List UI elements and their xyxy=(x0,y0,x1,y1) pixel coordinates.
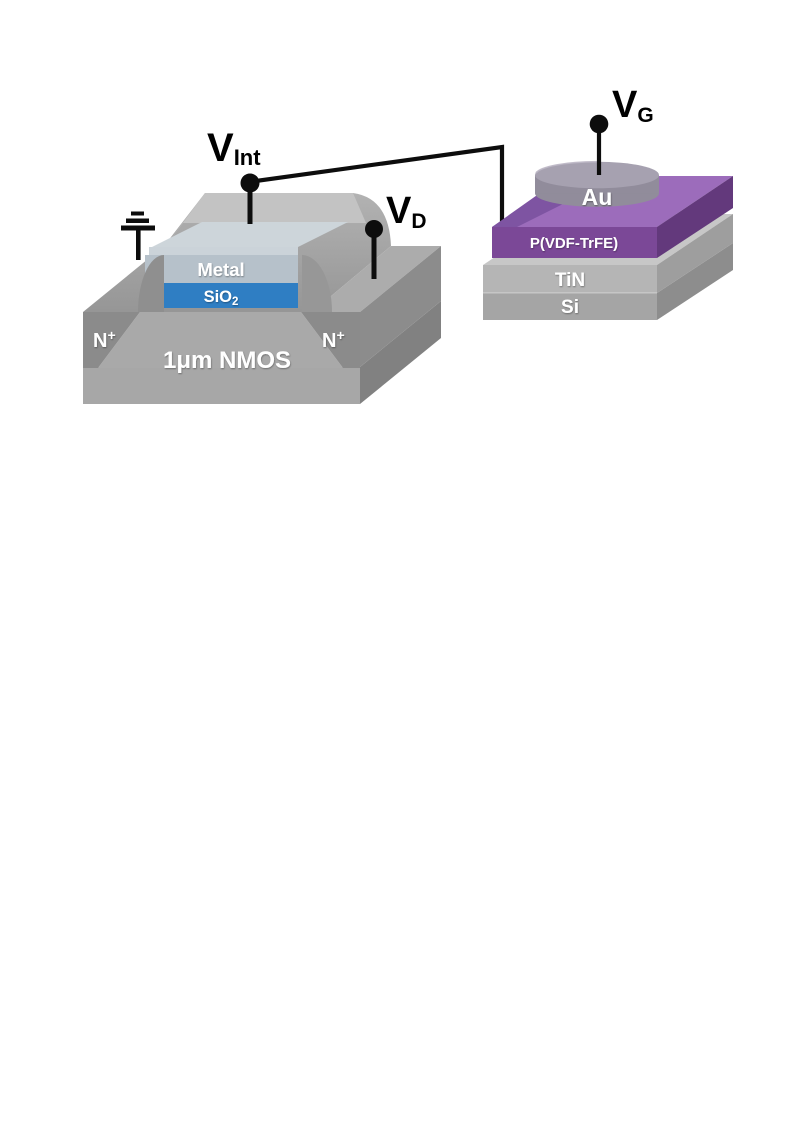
metal-label: Metal xyxy=(197,259,244,280)
cap-si-side xyxy=(657,243,733,320)
cap-tin-side xyxy=(657,214,733,293)
ground-bar-bottom xyxy=(121,225,155,231)
cap-au-highlight xyxy=(535,160,598,174)
tin-label: TiN xyxy=(555,270,585,291)
sio2-label: SiO2 xyxy=(204,288,239,308)
gate-spacer-right xyxy=(302,255,332,312)
cap-ferro-side xyxy=(657,176,733,258)
ground-bar-mid xyxy=(126,218,149,223)
ground-bar-top xyxy=(131,211,144,216)
gate-cap-top-face xyxy=(152,222,348,247)
cap-tin-front xyxy=(483,265,657,293)
nmos-substrate-front xyxy=(83,367,360,404)
gate-cap-front-upper xyxy=(149,247,298,255)
source-label: N+ xyxy=(93,327,116,352)
gate-metal-front xyxy=(145,255,298,283)
nmos-drain-front xyxy=(301,312,360,368)
cap-si-front xyxy=(483,293,657,320)
si-label: Si xyxy=(561,297,579,318)
drain-label: N+ xyxy=(322,327,345,352)
vint-label: VInt xyxy=(207,126,261,170)
body-label: 1μm NMOS xyxy=(163,347,291,374)
vint-dot-icon xyxy=(240,173,260,193)
cap-si-top-edge xyxy=(483,292,657,294)
cap-ferro-front xyxy=(492,227,657,258)
nmos-source-front xyxy=(83,312,140,368)
nmos-hill-top-face xyxy=(164,193,366,248)
vg-label: VG xyxy=(612,84,654,127)
nmos-substrate-top-strip xyxy=(98,308,343,368)
nmos-substrate-side xyxy=(360,301,441,404)
ground-stem xyxy=(136,230,141,260)
au-label: Au xyxy=(582,184,613,210)
ground-icon xyxy=(121,211,155,260)
gate-oxide-front xyxy=(145,283,298,308)
pvdf-label: P(VDF-TrFE) xyxy=(530,235,618,252)
vg-dot-icon xyxy=(589,114,609,134)
vd-label: VD xyxy=(386,190,427,233)
vd-dot-icon xyxy=(365,220,383,238)
nmos-drain-side xyxy=(360,246,441,367)
gate-spacer-left xyxy=(138,255,164,312)
